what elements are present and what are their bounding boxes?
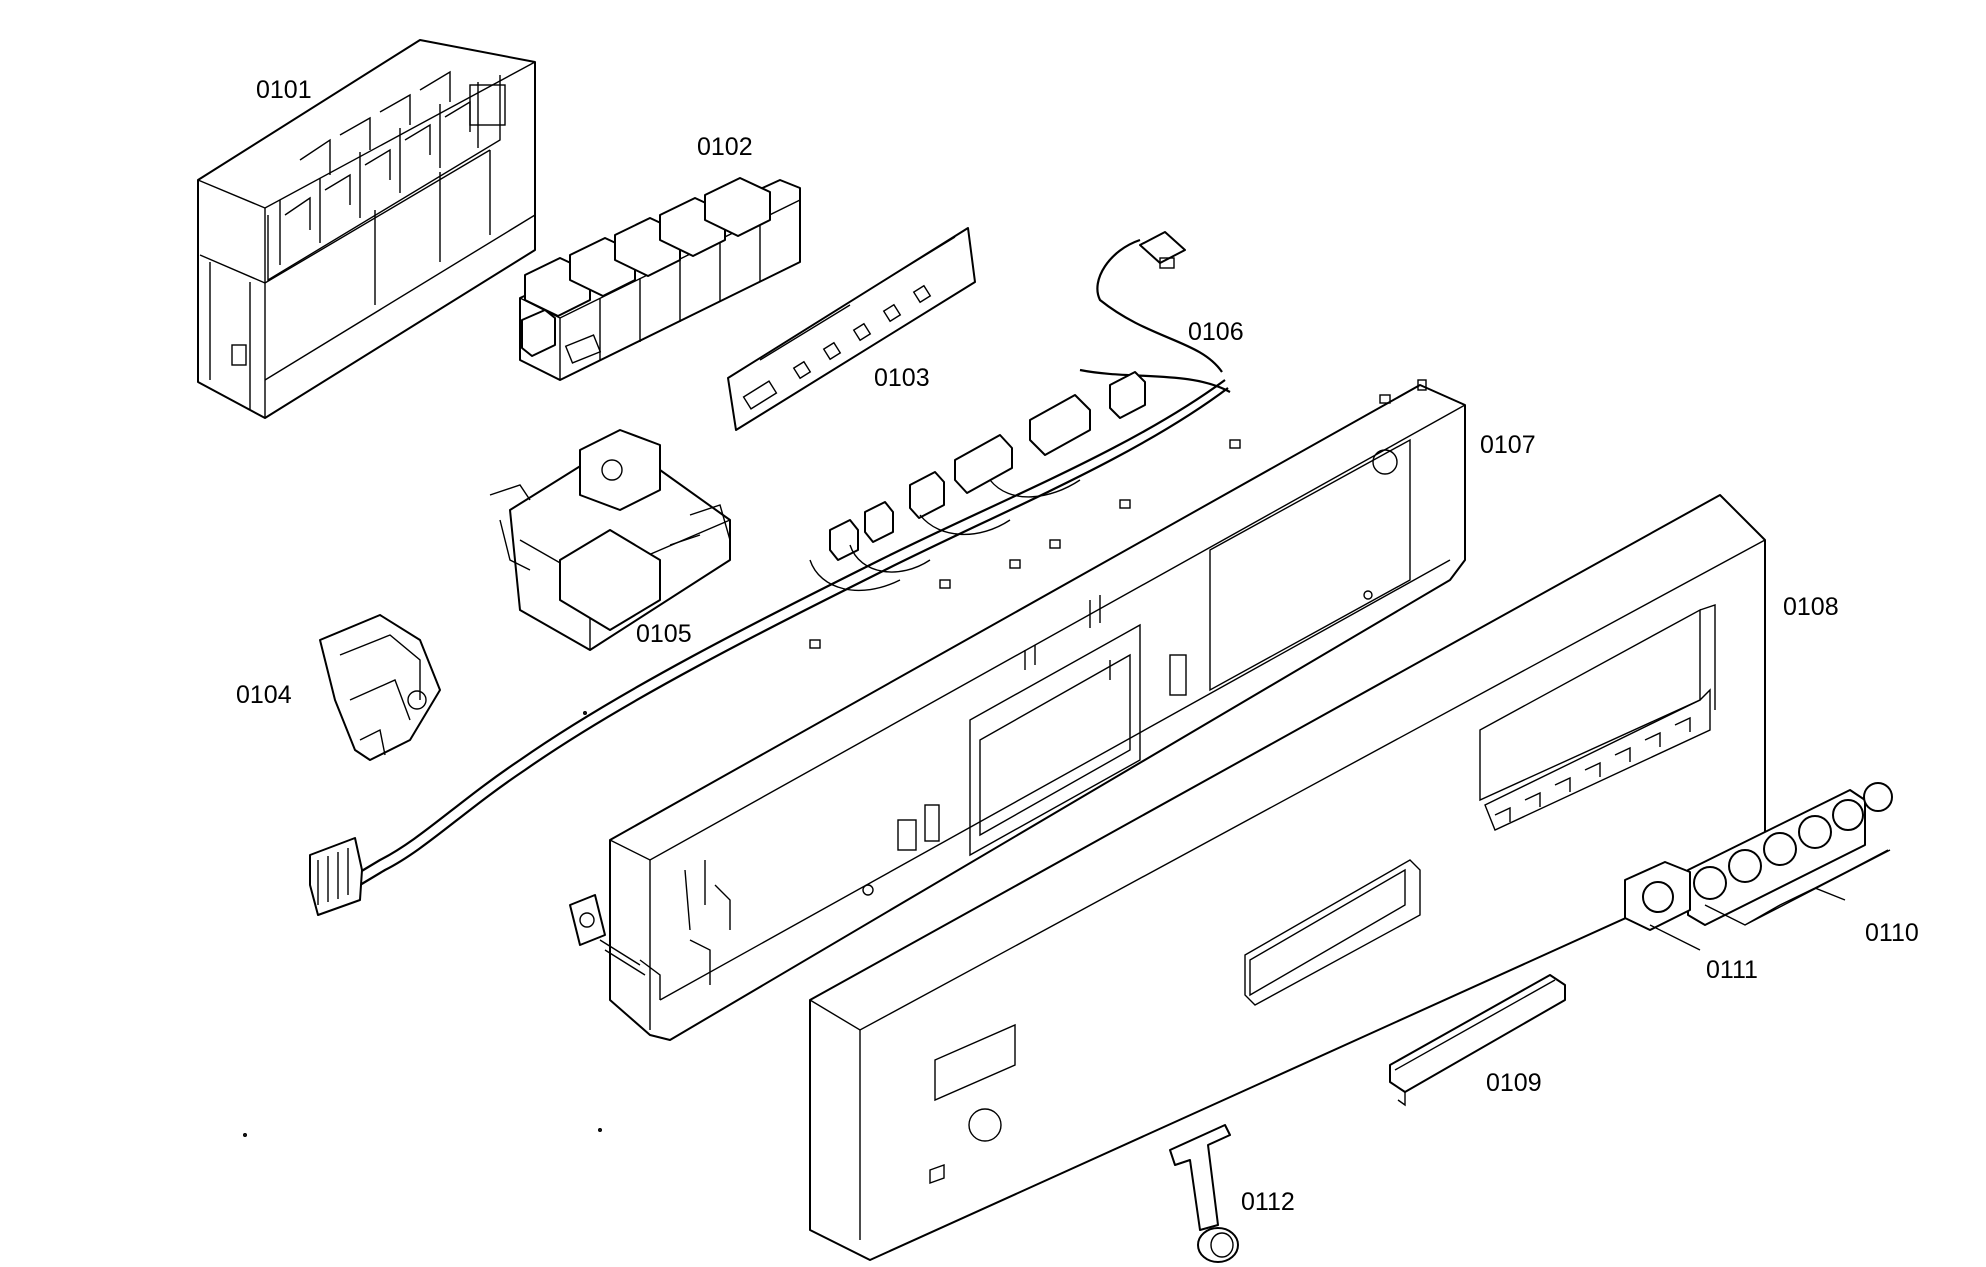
label-0102: 0102 — [697, 133, 753, 161]
part-0111-single-button — [1624, 861, 1701, 951]
part-0110-button-strip — [1687, 782, 1893, 926]
label-0108: 0108 — [1783, 593, 1839, 621]
label-0106: 0106 — [1188, 318, 1244, 346]
label-0105: 0105 — [636, 620, 692, 648]
part-0104-switch — [319, 614, 441, 761]
part-0106-wiring-harness — [309, 231, 1231, 916]
label-0104: 0104 — [236, 681, 292, 709]
part-0105-assembly — [489, 429, 731, 651]
part-0103-panel-label — [727, 227, 976, 431]
label-0103: 0103 — [874, 364, 930, 392]
label-0111: 0111 — [1706, 956, 1758, 984]
label-0107: 0107 — [1480, 431, 1536, 459]
part-0107-frame — [569, 379, 1466, 1041]
part-0109-trim-strip — [1389, 974, 1566, 1107]
part-0101-control-module — [197, 39, 536, 419]
part-0112-knob — [1169, 1124, 1239, 1263]
part-0102-button-module — [519, 177, 801, 381]
label-0101: 0101 — [256, 76, 312, 104]
label-0109: 0109 — [1486, 1069, 1542, 1097]
label-0112: 0112 — [1241, 1188, 1295, 1216]
label-0110: 0110 — [1865, 919, 1919, 947]
